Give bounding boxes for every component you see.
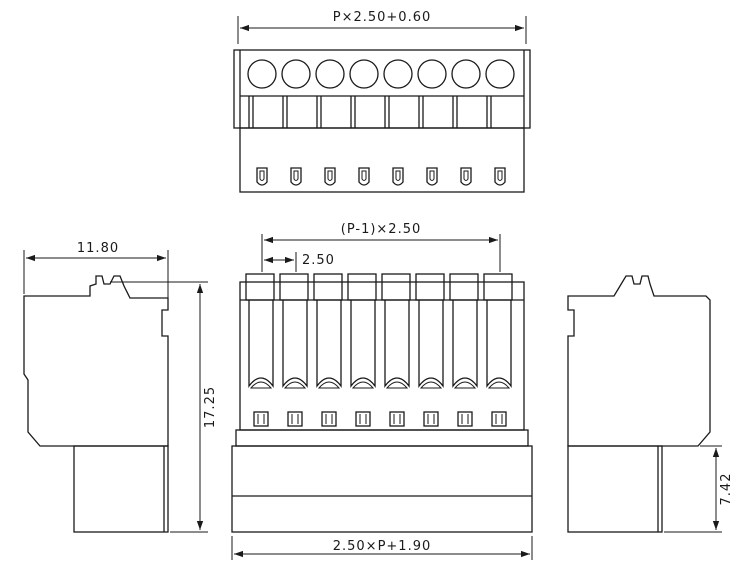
pin-pad bbox=[324, 167, 336, 186]
release-tab bbox=[381, 273, 411, 301]
bottom-width-label: 2.50×P+1.90 bbox=[333, 539, 432, 554]
pin-pad-inner bbox=[327, 170, 333, 181]
wire-entry-hole bbox=[281, 59, 311, 89]
right-side-base bbox=[567, 445, 663, 533]
test-hole bbox=[389, 411, 405, 427]
test-hole bbox=[457, 411, 473, 427]
pin-pad bbox=[392, 167, 404, 186]
top-base bbox=[239, 127, 525, 193]
release-slot-arc bbox=[249, 381, 273, 389]
test-hole bbox=[423, 411, 439, 427]
front-base bbox=[231, 445, 533, 533]
wire-entry-hole bbox=[315, 59, 345, 89]
wire-entry-hole bbox=[383, 59, 413, 89]
release-tab bbox=[279, 273, 309, 301]
release-slot-arc bbox=[487, 381, 511, 389]
release-tab bbox=[449, 273, 479, 301]
test-hole bbox=[287, 411, 303, 427]
test-hole bbox=[253, 411, 269, 427]
release-slot-arc bbox=[351, 381, 375, 389]
pin-height-label: 7.42 bbox=[719, 473, 734, 506]
release-slot bbox=[418, 300, 444, 388]
release-tab bbox=[483, 273, 513, 301]
wire-entry-hole bbox=[349, 59, 379, 89]
release-tab bbox=[347, 273, 377, 301]
wire-entry-hole bbox=[247, 59, 277, 89]
test-hole bbox=[491, 411, 507, 427]
left-side-housing bbox=[23, 275, 169, 447]
pin-pad-inner bbox=[463, 170, 469, 181]
release-tab bbox=[415, 273, 445, 301]
pin-pad-inner bbox=[259, 170, 265, 181]
release-slot-arc bbox=[283, 381, 307, 389]
left-side-view: 11.80 17.25 bbox=[23, 241, 218, 533]
pitch-label: 2.50 bbox=[302, 253, 335, 268]
release-slot bbox=[316, 300, 342, 388]
release-slot-arc bbox=[385, 381, 409, 389]
pin-pad-inner bbox=[429, 170, 435, 181]
right-side-housing bbox=[567, 275, 711, 447]
pin-pad bbox=[290, 167, 302, 186]
pin-pad-inner bbox=[395, 170, 401, 181]
right-side-view: 7.42 bbox=[567, 275, 734, 533]
release-slot bbox=[486, 300, 512, 388]
release-slot bbox=[350, 300, 376, 388]
top-housing bbox=[233, 49, 531, 129]
release-tab bbox=[313, 273, 343, 301]
left-side-base bbox=[73, 445, 169, 533]
side-depth-label: 11.80 bbox=[77, 241, 119, 256]
release-slot bbox=[384, 300, 410, 388]
front-slot-group bbox=[245, 273, 513, 427]
pin-pad bbox=[494, 167, 506, 186]
pitch-span-label: (P-1)×2.50 bbox=[341, 222, 422, 237]
height-label: 17.25 bbox=[203, 386, 218, 428]
front-view: (P-1)×2.50 2.50 2.50×P+1.90 bbox=[231, 222, 533, 560]
wire-entry-hole bbox=[451, 59, 481, 89]
release-slot-arc bbox=[453, 381, 477, 389]
release-slot-arc bbox=[317, 381, 341, 389]
test-hole bbox=[321, 411, 337, 427]
test-hole bbox=[355, 411, 371, 427]
wire-entry-hole bbox=[417, 59, 447, 89]
pin-pad bbox=[460, 167, 472, 186]
top-pin-group bbox=[247, 59, 515, 186]
pin-pad-inner bbox=[293, 170, 299, 181]
release-slot bbox=[282, 300, 308, 388]
pin-pad bbox=[256, 167, 268, 186]
top-width-label: P×2.50+0.60 bbox=[333, 10, 432, 25]
pin-pad-inner bbox=[497, 170, 503, 181]
release-tab bbox=[245, 273, 275, 301]
release-slot-arc bbox=[419, 381, 443, 389]
release-slot bbox=[452, 300, 478, 388]
pin-pad bbox=[426, 167, 438, 186]
top-view: P×2.50+0.60 bbox=[233, 10, 531, 193]
pin-pad bbox=[358, 167, 370, 186]
pin-pad-inner bbox=[361, 170, 367, 181]
release-slot bbox=[248, 300, 274, 388]
wire-entry-hole bbox=[485, 59, 515, 89]
